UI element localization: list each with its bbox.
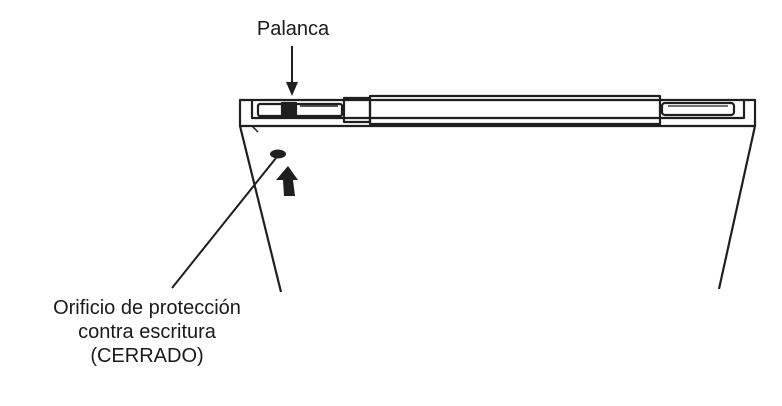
cassette-body <box>238 94 757 293</box>
write-protect-hole-label: Orificio de protección contra escritura … <box>14 296 280 368</box>
hole-label-line-1: Orificio de protección <box>53 297 241 319</box>
push-arrow-icon <box>276 166 298 196</box>
label-strip <box>368 94 662 126</box>
cassette-left-edge <box>238 125 283 293</box>
write-protect-hole <box>270 149 286 159</box>
hole-label-line-3: (CERRADO) <box>90 345 204 367</box>
lever-knob <box>280 101 298 119</box>
lever-housing <box>256 102 344 118</box>
cassette-right-edge <box>717 125 757 290</box>
hole-label-line-2: contra escritura <box>78 321 216 343</box>
hole-leader-line <box>171 157 277 289</box>
lever-pointer-arrow <box>286 46 298 96</box>
right-window <box>660 101 736 117</box>
lever-label: Palanca <box>256 18 330 40</box>
left-corner-detail <box>251 125 259 133</box>
